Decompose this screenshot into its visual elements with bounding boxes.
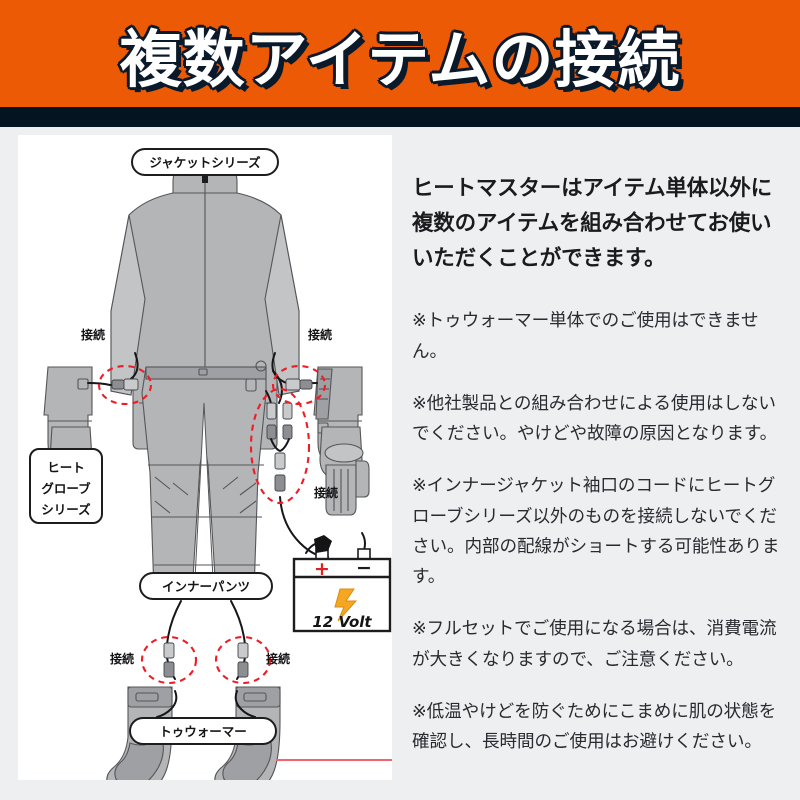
battery-voltage-label: 12 Volt <box>312 613 372 631</box>
label-inner-pants: インナーパンツ <box>139 572 273 600</box>
right-glove-illustration <box>313 366 370 516</box>
note-item: ※フルセットでご使用になる場合は、消費電流が大きくなりますので、ご注意ください。 <box>412 619 777 670</box>
connect-left-toe-label: 接続 <box>110 651 134 666</box>
label-inner-pants-text: インナーパンツ <box>162 579 250 594</box>
connect-right-cuff-label: 接続 <box>308 327 332 342</box>
battery-clamp-icon <box>314 535 332 553</box>
connect-left-cuff-label: 接続 <box>81 327 105 342</box>
note-item: ※トゥウォーマー単体でのご使用はできません。 <box>412 311 759 362</box>
highlight-left-toe <box>140 635 198 685</box>
header-divider <box>0 107 800 127</box>
label-glove-series-line1: ヒート <box>47 460 85 475</box>
note-item: ※他社製品との組み合わせによる使用はしないでください。やけどや故障の原因となりま… <box>412 393 778 445</box>
label-jacket-series-text: ジャケットシリーズ <box>149 155 261 170</box>
highlight-pants-splitter <box>249 387 311 505</box>
label-glove-series-line2: グローブ <box>41 481 91 496</box>
battery-illustration: + − 12 Volt <box>292 548 392 633</box>
lightning-bolt-icon <box>334 588 358 622</box>
highlight-left-cuff <box>97 364 153 406</box>
label-toe-warmer: トゥウォーマー <box>129 717 277 745</box>
label-glove-series-line3: シリーズ <box>41 502 91 517</box>
battery-positive-terminal: + <box>314 558 330 580</box>
intro-paragraph: ヒートマスターはアイテム単体以外に複数のアイテムを組み合わせてお使いいただくこと… <box>412 176 772 271</box>
label-glove-series: ヒート グローブ シリーズ <box>29 448 103 524</box>
inner-pants-illustration <box>141 360 267 600</box>
diagram-canvas: .gf { fill:#b4b5b7; stroke:#55565a; stro… <box>29 148 392 780</box>
note-item: ※低温やけどを防ぐためにこまめに肌の状態を確認し、長時間のご使用はお避けください… <box>412 701 777 753</box>
battery-negative-terminal: − <box>356 557 372 579</box>
label-toe-warmer-text: トゥウォーマー <box>159 724 247 739</box>
description-column: ヒートマスターはアイテム単体以外に複数のアイテムを組み合わせてお使いいただくこと… <box>412 172 786 757</box>
connector-plugs <box>111 378 313 678</box>
product-connection-diagram: .gf { fill:#b4b5b7; stroke:#55565a; stro… <box>18 135 392 780</box>
connect-right-toe-label: 接続 <box>266 651 290 666</box>
connect-pants-splitter-label: 接続 <box>314 485 338 500</box>
page-header: 複数アイテムの接続 <box>0 0 800 107</box>
page-title: 複数アイテムの接続 <box>119 22 681 96</box>
highlight-right-toe <box>214 635 272 685</box>
label-jacket-series: ジャケットシリーズ <box>131 148 279 176</box>
note-item: ※インナージャケット袖口のコードにヒートグローブシリーズ以外のものを接続しないで… <box>412 476 780 588</box>
